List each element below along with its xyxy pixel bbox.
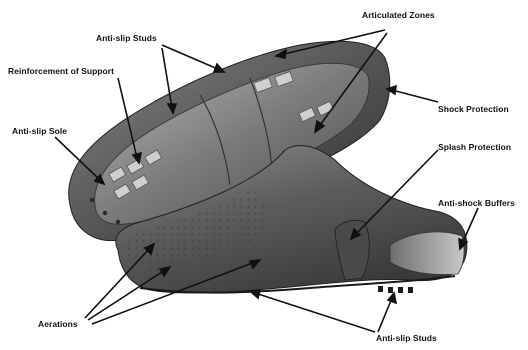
label-articulated-zones: Articulated Zones [362, 10, 435, 20]
label-anti-slip-sole: Anti-slip Sole [12, 126, 67, 136]
label-aerations: Aerations [38, 319, 78, 329]
label-shock-protection: Shock Protection [438, 104, 509, 114]
label-reinforcement-of-support: Reinforcement of Support [8, 66, 114, 76]
label-anti-slip-studs-bottom: Anti-slip Studs [376, 333, 437, 343]
label-splash-protection: Splash Protection [438, 142, 511, 152]
label-anti-shock-buffers: Anti-shock Buffers [438, 198, 515, 208]
label-anti-slip-studs-top: Anti-slip Studs [96, 33, 157, 43]
